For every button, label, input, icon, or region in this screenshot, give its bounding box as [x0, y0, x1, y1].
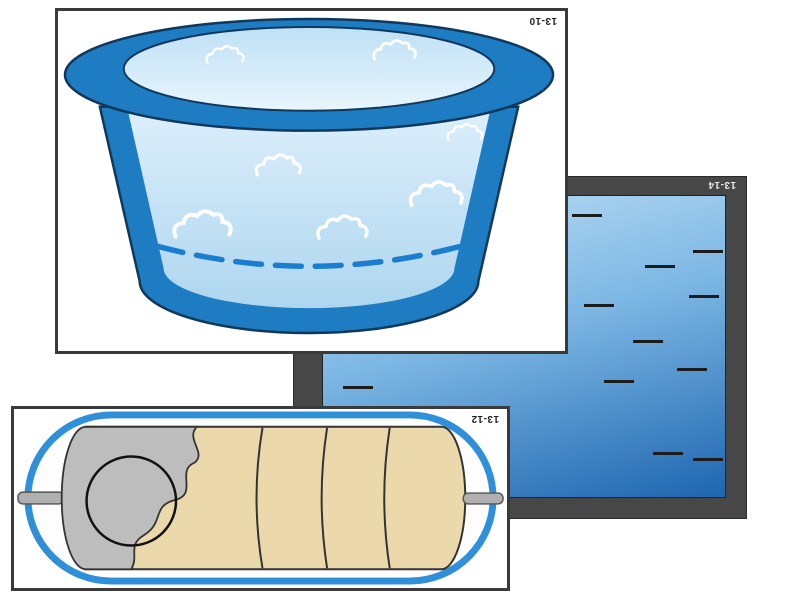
gray-wear-patch — [60, 425, 200, 571]
water-ripple-dash — [584, 304, 615, 308]
inspection-circle — [85, 455, 178, 547]
section-division-lines — [255, 427, 391, 569]
water-ripple-dash — [676, 367, 707, 371]
left-axle-pin — [17, 491, 65, 505]
water-ripple-dash — [644, 265, 675, 269]
tub-rim-inner — [122, 25, 496, 112]
tub-interior — [126, 105, 492, 309]
water-ripple-dash — [343, 385, 374, 389]
tub-illustration — [63, 17, 555, 335]
water-ripple-dash — [572, 214, 603, 218]
water-ripple-dash — [692, 457, 723, 461]
figure-label-water: 13-14 — [707, 179, 736, 190]
water-ripple-dash — [692, 250, 723, 254]
panel-tub: 13-10 — [55, 8, 568, 354]
right-axle-pin — [462, 492, 504, 505]
figure-label-roller: 13-12 — [470, 413, 499, 424]
water-level-dashed-arc — [154, 243, 464, 269]
roller-illustration — [17, 411, 504, 585]
panel-roller: 13-12 — [11, 406, 510, 591]
water-ripple-dash — [604, 379, 635, 383]
figure-label-tub: 13-10 — [528, 15, 557, 26]
water-ripple-dash — [632, 340, 663, 344]
water-ripple-dash — [688, 295, 719, 299]
water-ripple-dash — [652, 451, 683, 455]
